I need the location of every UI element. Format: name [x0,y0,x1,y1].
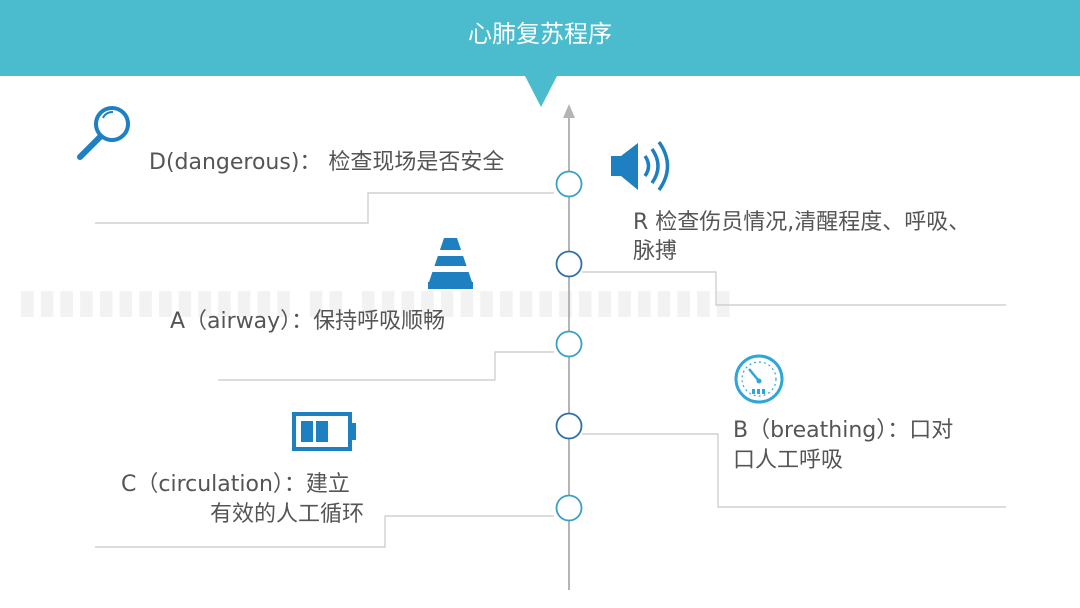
page-title: 心肺复苏程序 [468,20,612,48]
timeline-arrowhead [563,104,575,118]
node-r [555,250,583,278]
node-d [555,170,583,198]
background-watermark: ▮▮▮▮▮▮▮▮▮▮▮▮▮▮ ▮▮ ▮▮▮▮▮▮▮▮▮▮▮▮▮▮▮▮▮▮▮ [18,282,734,322]
node-c [555,494,583,522]
step-d-label: D(dangerous)： 检查现场是否安全 [149,150,505,175]
connector-c [95,515,554,548]
step-r-line1: R 检查伤员情况,清醒程度、呼吸、 [633,210,971,235]
speaker-icon [611,140,670,192]
gauge-icon [734,354,784,404]
step-r-line2: 脉搏 [633,239,678,264]
step-a-label: A（airway）：保持呼吸顺畅 [170,309,446,334]
step-c-line2: 有效的人工循环 [210,502,365,527]
connector-r [582,271,1006,306]
header-bar [0,0,1080,76]
connector-a [218,351,554,381]
node-b [555,412,583,440]
connector-d [95,192,554,224]
magnifier-icon [77,106,130,160]
traffic-cone-icon [428,238,473,289]
node-a [555,330,583,358]
step-c-line1: C（circulation）：建立 [121,472,350,497]
connector-b [582,433,1006,508]
step-b-line1: B（breathing）：口对 [733,418,954,443]
header-pointer [525,76,557,107]
battery-icon [292,412,356,451]
step-b-line2: 口人工呼吸 [733,448,844,473]
